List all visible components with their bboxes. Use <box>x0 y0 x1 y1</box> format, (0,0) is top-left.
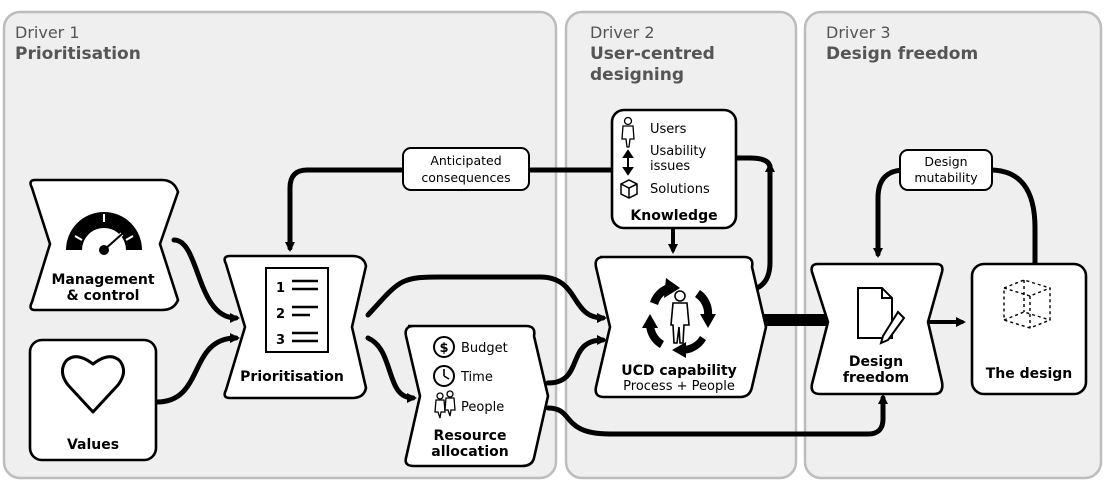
node-values: Values <box>28 338 158 462</box>
resource-budget: Budget <box>461 341 508 356</box>
svg-text:2: 2 <box>276 307 285 322</box>
svg-text:1: 1 <box>276 281 285 296</box>
driver-1-title: Prioritisation <box>15 44 141 64</box>
svg-text:mutability: mutability <box>914 170 978 185</box>
svg-text:consequences: consequences <box>421 170 510 185</box>
knowledge-usability-line2: issues <box>650 159 690 174</box>
cycle-arrows-icon <box>642 278 716 358</box>
budget-icon <box>433 336 455 358</box>
management-label-line1: Management <box>51 272 154 288</box>
resource-time: Time <box>460 370 493 385</box>
node-management-control: Management & control <box>29 178 180 312</box>
driver-3-panel <box>803 10 1103 480</box>
node-design-freedom: Design freedom <box>810 262 944 396</box>
arrow-prioritisation-to-resources <box>365 335 417 403</box>
arrow-anticipated-consequences <box>285 167 615 252</box>
arrow-ucd-to-knowledge <box>754 162 775 291</box>
ucd-subtitle: Process + People <box>623 379 735 394</box>
arrow-resources-to-ucd <box>545 335 607 386</box>
arrow-prioritisation-to-ucd <box>365 274 607 323</box>
dashed-cube-icon <box>1003 279 1051 329</box>
label-design-mutability: Design mutability <box>899 149 993 191</box>
the-design-label: The design <box>986 366 1073 382</box>
user-figure-icon <box>670 290 690 344</box>
svg-text:Anticipated: Anticipated <box>430 153 501 168</box>
up-down-arrow-icon <box>622 149 634 176</box>
driver-2-title-line2: designing <box>590 65 684 85</box>
prioritisation-label: Prioritisation <box>240 369 344 385</box>
driver-1-number: Driver 1 <box>15 23 80 42</box>
driver-3-number: Driver 3 <box>826 23 891 42</box>
document-pencil-icon <box>857 287 906 345</box>
node-prioritisation: 1 2 3 Prioritisation <box>223 254 368 400</box>
driver-2-number: Driver 2 <box>590 23 655 42</box>
user-icon <box>621 116 635 148</box>
driver-2-title-line1: User-centred <box>590 44 715 64</box>
gauge-icon <box>66 212 142 255</box>
node-the-design: The design <box>970 262 1088 396</box>
svg-text:3: 3 <box>276 333 285 348</box>
label-anticipated-consequences: Anticipated consequences <box>402 147 530 191</box>
node-resource-allocation: $ Budget Time People Resource allocation <box>404 324 550 468</box>
knowledge-solutions: Solutions <box>650 182 710 197</box>
arrow-ucd-to-knowledge-tail <box>734 155 773 171</box>
ucd-title: UCD capability <box>621 363 737 379</box>
people-icon <box>434 390 456 419</box>
svg-text:$: $ <box>439 341 448 356</box>
design-freedom-line1: Design <box>849 354 903 370</box>
arrow-management-to-prioritisation <box>171 237 240 323</box>
design-freedom-line2: freedom <box>843 370 909 386</box>
knowledge-users: Users <box>650 122 687 137</box>
resource-label-line1: Resource <box>434 428 507 444</box>
knowledge-usability-line1: Usability <box>650 144 706 159</box>
svg-text:Design: Design <box>924 154 967 169</box>
cube-icon <box>620 179 638 199</box>
numbered-list-icon: 1 2 3 <box>265 267 329 353</box>
resource-people: People <box>461 400 504 415</box>
resource-label-line2: allocation <box>431 444 509 460</box>
values-label: Values <box>67 437 119 453</box>
arrow-resources-to-design-freedom <box>545 394 888 437</box>
arrow-values-to-prioritisation <box>154 333 240 405</box>
node-ucd-capability: UCD capability Process + People <box>594 255 768 399</box>
heart-icon <box>61 355 125 414</box>
driver-3-title: Design freedom <box>826 44 978 64</box>
node-knowledge: Users Usability issues Solutions Knowled… <box>610 108 738 230</box>
knowledge-title: Knowledge <box>630 208 717 224</box>
management-label-line2: & control <box>67 288 140 304</box>
